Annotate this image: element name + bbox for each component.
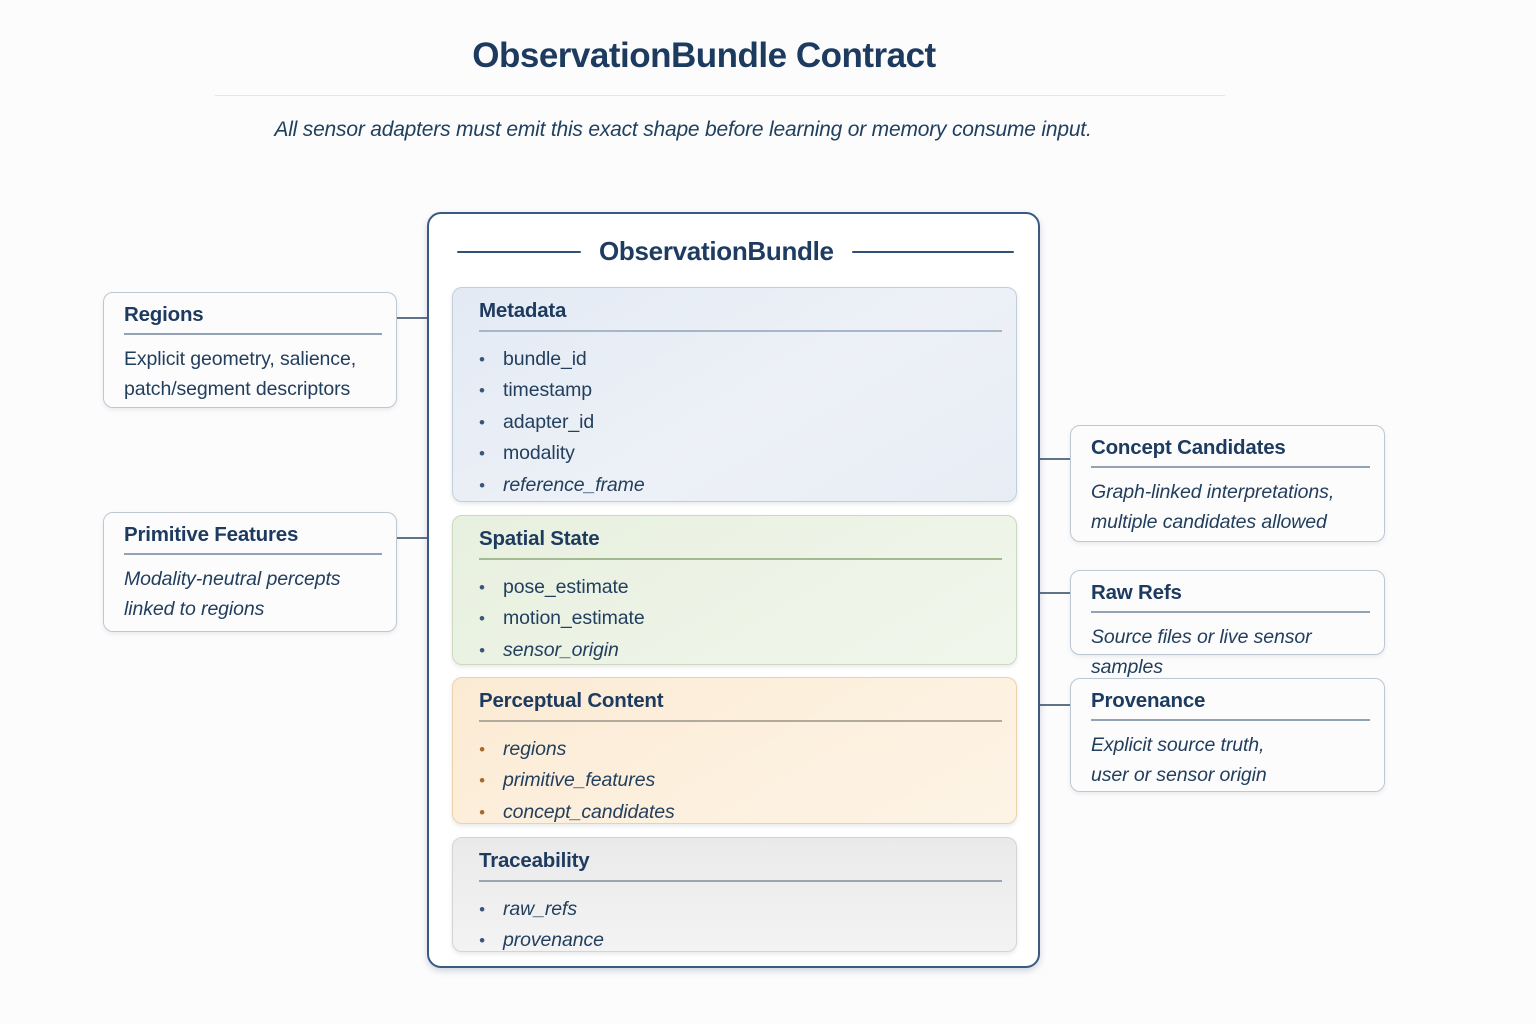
field-item: • concept_candidates	[479, 797, 1002, 829]
connector-provenance	[1014, 704, 1071, 706]
bullet-icon: •	[479, 381, 485, 400]
section-title: Spatial State	[479, 527, 600, 550]
field-item: • timestamp	[479, 375, 1002, 407]
field-item: • reference_frame	[479, 470, 1002, 502]
section-divider	[479, 880, 1002, 882]
field-label: timestamp	[503, 379, 593, 401]
bullet-icon: •	[479, 739, 485, 759]
field-label: concept_candidates	[503, 800, 675, 823]
section-divider	[479, 720, 1002, 722]
field-label: primitive_features	[503, 769, 656, 791]
side-box-divider	[124, 553, 382, 555]
field-list: • raw_refs • provenance	[479, 894, 1002, 957]
section-traceability: Traceability • raw_refs • provenance	[452, 837, 1017, 952]
page-subtitle: All sensor adapters must emit this exact…	[274, 118, 1092, 141]
bundle-header: ObservationBundle	[457, 236, 1014, 267]
field-item: • adapter_id	[479, 407, 1002, 439]
field-item: • provenance	[479, 925, 1002, 957]
connector-regions	[396, 317, 428, 319]
bundle-title-rule-left	[457, 250, 581, 253]
section-divider	[479, 558, 1002, 560]
connector-primitive-features	[396, 537, 452, 539]
section-spatial-state: Spatial State • pose_estimate • motion_est…	[452, 515, 1017, 665]
side-box-divider	[1091, 611, 1370, 613]
side-box-regions: Regions Explicit geometry, salience, pat…	[103, 292, 397, 408]
field-item: • motion_estimate	[479, 603, 1002, 635]
side-box-divider	[124, 333, 382, 335]
side-box-body: Explicit source truth, user or sensor or…	[1091, 733, 1267, 786]
field-item: • pose_estimate	[479, 572, 1002, 604]
field-label: provenance	[503, 929, 604, 951]
side-box-body: Modality-neutral percepts linked to regi…	[124, 567, 341, 620]
side-box-title: Concept Candidates	[1091, 436, 1286, 459]
section-title: Perceptual Content	[479, 689, 664, 712]
section-perceptual-content: Perceptual Content • regions • primitive_f…	[452, 677, 1017, 824]
field-list: • pose_estimate • motion_estimate • sensor_…	[479, 572, 1002, 667]
field-item: • primitive_features	[479, 765, 1002, 797]
side-box-concept-candidates: Concept Candidates Graph-linked interpre…	[1070, 425, 1385, 542]
page-title: ObservationBundle Contract	[472, 36, 936, 75]
field-item: • sensor_origin	[479, 635, 1002, 667]
bundle-title: ObservationBundle	[599, 236, 834, 266]
field-label: raw_refs	[503, 897, 577, 920]
side-box-title: Provenance	[1091, 689, 1206, 712]
section-title: Metadata	[479, 299, 567, 322]
field-label: bundle_id	[503, 347, 587, 370]
connector-concept-candidates	[1014, 458, 1071, 460]
field-label: motion_estimate	[503, 607, 645, 629]
bullet-icon: •	[479, 771, 485, 790]
side-box-primitive-features: Primitive Features Modality-neutral perc…	[103, 512, 397, 632]
field-list: • bundle_id • timestamp • adapter_id • modal…	[479, 344, 1002, 502]
bullet-icon: •	[479, 899, 485, 919]
bullet-icon: •	[479, 640, 485, 660]
side-box-body: Source files or live sensor samples	[1091, 625, 1312, 678]
side-box-divider	[1091, 466, 1370, 468]
side-box-title: Primitive Features	[124, 523, 299, 546]
side-box-title: Raw Refs	[1091, 581, 1182, 604]
field-label: sensor_origin	[503, 638, 619, 661]
section-divider	[479, 330, 1002, 332]
bullet-icon: •	[479, 412, 485, 432]
side-box-title: Regions	[124, 303, 204, 326]
observation-bundle-container: ObservationBundle Metadata • bundle_id • t…	[427, 212, 1040, 968]
bullet-icon: •	[479, 349, 485, 369]
field-label: reference_frame	[503, 473, 645, 496]
section-metadata: Metadata • bundle_id • timestamp • adapter_…	[452, 287, 1017, 502]
side-box-divider	[1091, 719, 1370, 721]
field-item: • raw_refs	[479, 894, 1002, 926]
field-list: • regions • primitive_features • concept_ca…	[479, 734, 1002, 829]
bullet-icon: •	[479, 577, 485, 597]
title-divider	[215, 95, 1225, 96]
bullet-icon: •	[479, 802, 485, 822]
field-item: • bundle_id	[479, 344, 1002, 376]
bullet-icon: •	[479, 475, 485, 495]
connector-raw-refs	[1014, 592, 1071, 594]
bundle-title-rule-right	[851, 250, 1014, 253]
field-label: pose_estimate	[503, 575, 629, 598]
side-box-provenance: Provenance Explicit source truth, user o…	[1070, 678, 1385, 792]
bullet-icon: •	[479, 444, 485, 463]
field-label: regions	[503, 737, 567, 760]
side-box-raw-refs: Raw Refs Source files or live sensor sam…	[1070, 570, 1385, 678]
field-label: adapter_id	[503, 410, 595, 433]
field-label: modality	[503, 442, 575, 464]
field-item: • regions	[479, 734, 1002, 766]
bullet-icon: •	[479, 609, 485, 628]
bullet-icon: •	[479, 931, 485, 950]
field-item: • modality	[479, 438, 1002, 470]
side-box-body: Explicit geometry, salience, patch/segme…	[124, 347, 357, 400]
section-title: Traceability	[479, 849, 590, 872]
side-box-body: Graph-linked interpretations, multiple c…	[1091, 480, 1335, 533]
